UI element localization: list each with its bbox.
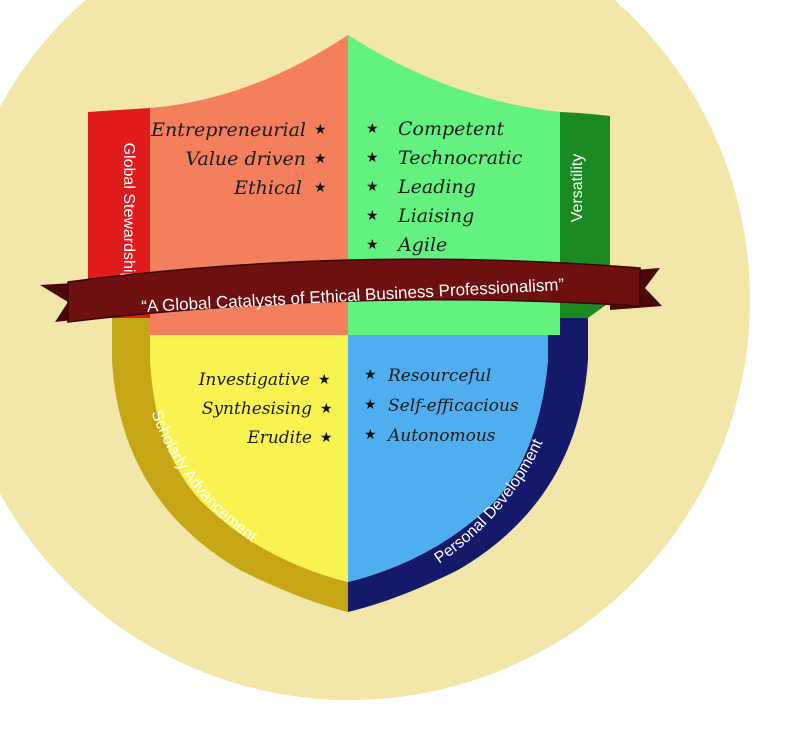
list-bottom-right: ★ Resourceful ★ Self-efficacious ★ Auton…	[364, 366, 519, 446]
star-icon: ★	[364, 367, 377, 383]
quadrant-bottom-right	[348, 335, 548, 582]
list-item: Agile	[396, 234, 447, 256]
list-item: Self-efficacious	[388, 396, 519, 416]
star-icon: ★	[364, 397, 377, 413]
list-item: Erudite	[246, 428, 312, 448]
list-item: Synthesising	[202, 399, 312, 419]
list-item: Liaising	[397, 205, 474, 227]
list-item: Autonomous	[386, 426, 496, 446]
list-item: Ethical	[233, 177, 302, 199]
star-icon: ★	[366, 237, 379, 253]
band-bottom-left	[112, 318, 348, 612]
band-bottom-right	[348, 318, 588, 612]
quadrant-bottom-left	[150, 335, 348, 582]
star-icon: ★	[314, 122, 327, 138]
list-item: Entrepreneurial	[150, 119, 306, 141]
band-left	[88, 108, 150, 318]
list-item: Leading	[397, 176, 476, 198]
band-right-label: Versatility	[569, 154, 586, 222]
list-item: Competent	[398, 118, 505, 140]
list-top-left: Entrepreneurial ★ Value driven ★ Ethical…	[150, 119, 326, 199]
star-icon: ★	[314, 151, 327, 167]
list-item: Resourceful	[387, 366, 491, 386]
star-icon: ★	[364, 427, 377, 443]
list-item: Technocratic	[398, 147, 523, 169]
star-icon: ★	[318, 372, 331, 388]
star-icon: ★	[320, 401, 333, 417]
list-item: Value driven	[186, 148, 306, 170]
band-left-label: Global Stewardship	[120, 143, 137, 282]
star-icon: ★	[366, 179, 379, 195]
star-icon: ★	[320, 430, 333, 446]
star-icon: ★	[314, 180, 327, 196]
ribbon	[67, 258, 641, 323]
star-icon: ★	[366, 208, 379, 224]
star-icon: ★	[366, 121, 379, 137]
star-icon: ★	[366, 150, 379, 166]
list-item: Investigative	[198, 370, 310, 390]
list-top-right: ★ Competent ★ Technocratic ★ Leading ★ L…	[366, 118, 523, 256]
list-bottom-left: Investigative ★ Synthesising ★ Erudite ★	[198, 370, 333, 448]
quadrant-top-left	[150, 35, 348, 335]
